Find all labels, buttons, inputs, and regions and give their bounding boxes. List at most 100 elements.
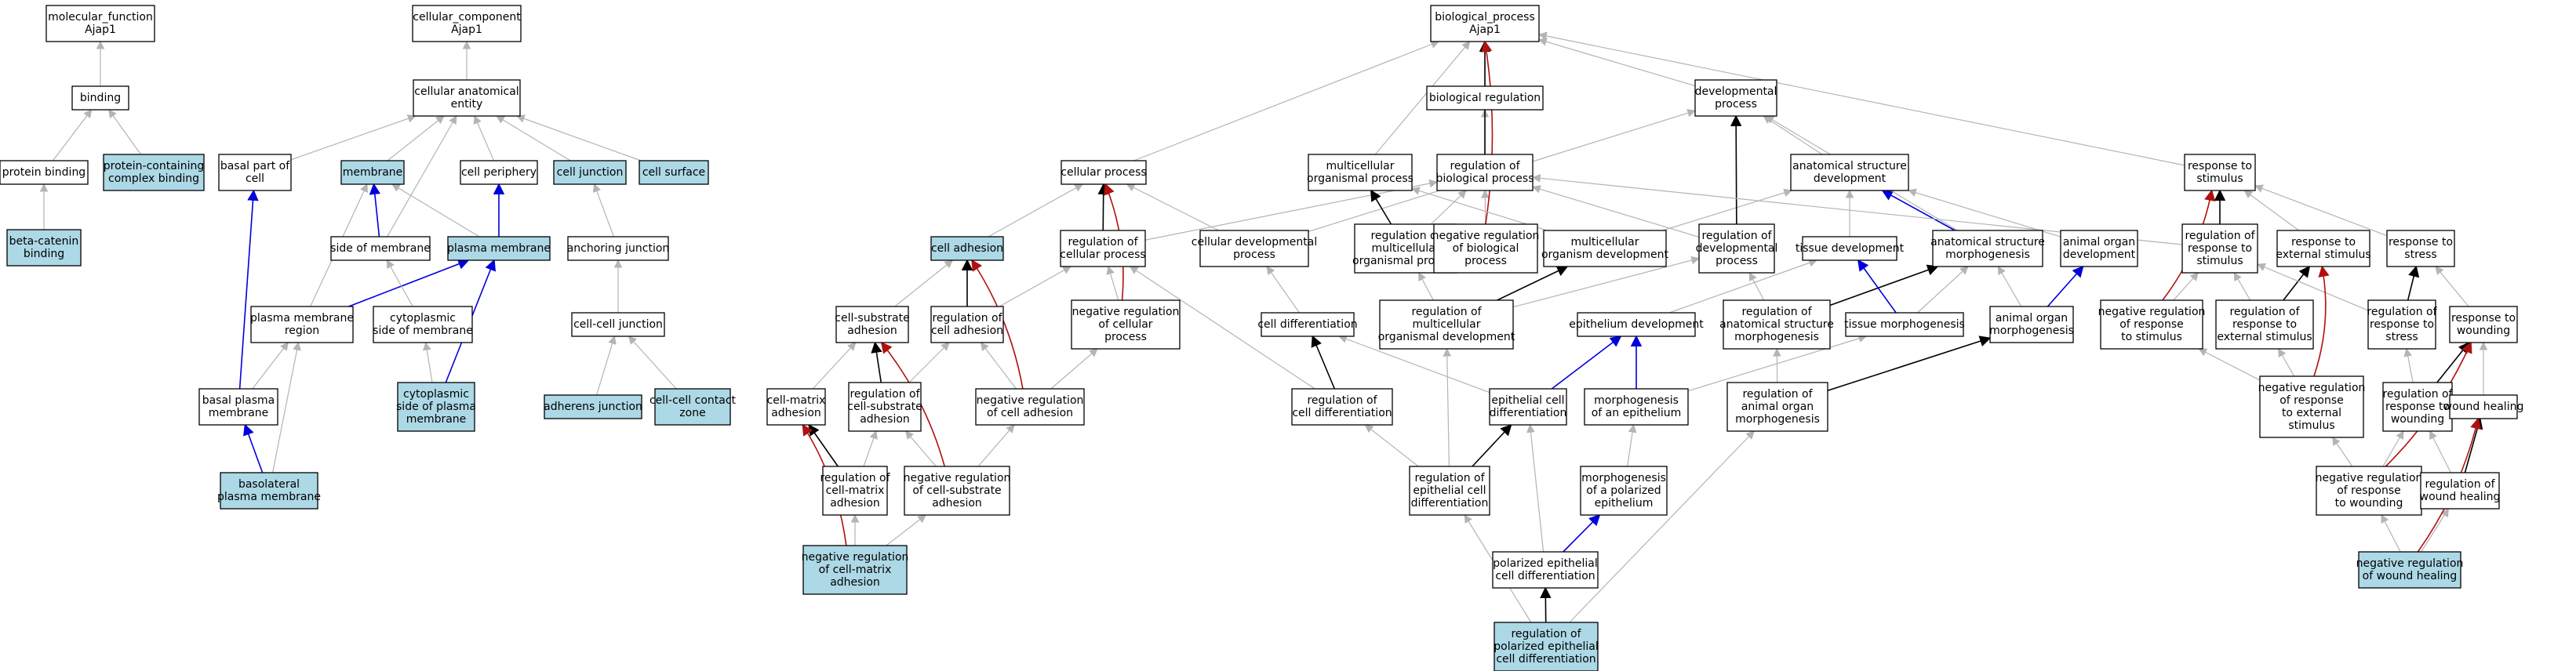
node-label: binding [24,248,64,260]
node-adherens[interactable]: adherens junction [544,394,642,419]
node-anchjunc[interactable]: anchoring junction [567,236,670,261]
node-box [1845,312,1964,337]
node-cellproc[interactable]: cellular process [1061,160,1147,185]
node-label: of an epithelium [1592,407,1682,419]
node-cellsurf[interactable]: cell surface [639,160,709,185]
node-label: multicellular [1326,160,1395,172]
node-epidev[interactable]: epithelium development [1569,312,1704,337]
node-label: response to [2188,160,2252,172]
node-plasmamem[interactable]: plasma membrane [447,236,551,261]
node-celladh[interactable]: cell adhesion [930,236,1004,261]
edge-regrespstress-to-regresp [2257,263,2369,311]
node-box [654,388,731,426]
edge-negregrespext-to-negregresp [2198,348,2261,381]
node-binding[interactable]: binding [71,85,129,111]
node-celldiff[interactable]: cell differentiation [1257,312,1358,337]
node-protbind[interactable]: protein binding [0,160,89,185]
node-membrane[interactable]: membrane [340,160,405,185]
node-label: regulation of [932,312,1002,325]
node-celljunc[interactable]: cell junction [553,160,627,185]
node-cellperiph[interactable]: cell periphery [460,160,538,185]
node-tissuemorph[interactable]: tissue morphogenesis [1844,312,1965,337]
node-box [340,160,405,185]
node-tissuedev[interactable]: tissue development [1796,236,1905,261]
edge-negregbio-to-bp [1480,40,1494,225]
node-sidemem[interactable]: side of membrane [330,236,431,261]
node-box [1698,223,1775,274]
node-label: cell adhesion [931,242,1003,255]
node-box [1726,382,1828,432]
edge-ccczone-to-ccjunc [628,336,677,390]
node-woundheal[interactable]: wound healing [2443,394,2524,419]
edge-plasmamem-to-membrane [391,183,480,238]
node-label: tissue development [1796,242,1905,255]
edge-negregcelladh-to-negregcellproc [1050,348,1098,390]
edge-regwoundheal-to-woundheal [2464,417,2483,473]
node-ccjunc[interactable]: cell-cell junction [571,312,665,337]
node-label: regulation of [850,388,920,401]
node-label: morphogenesis [1735,413,1820,426]
node-bioreg[interactable]: biological regulation [1426,85,1544,111]
node-box [904,466,1010,516]
node-label: morphogenesis [1734,331,1819,343]
edge-aomorph-to-aodev [2047,265,2084,307]
node-label: cell-matrix [767,394,826,407]
